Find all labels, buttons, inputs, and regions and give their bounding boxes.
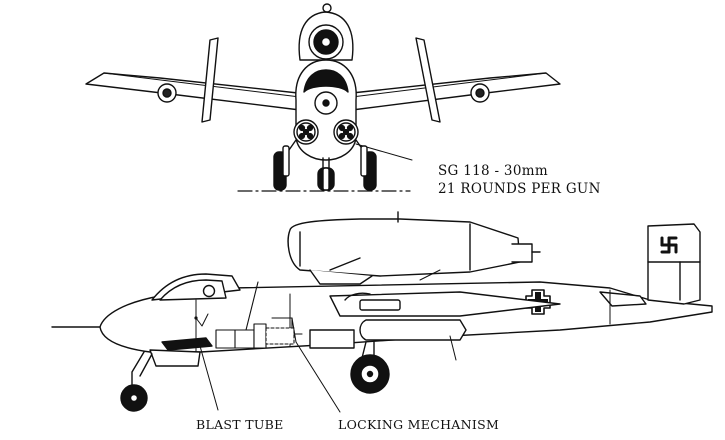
front-landing-gear [274,140,412,190]
gun-spec-caliber: SG 118 - 30mm [438,163,548,179]
front-canopy [304,70,348,92]
blast-tube-leader [200,346,218,410]
front-left-wing-pod [158,84,176,102]
side-view [52,212,712,412]
front-view [86,4,560,191]
side-main-gear [351,342,389,393]
side-horizontal-stabilizer [600,292,646,306]
front-left-fin [202,38,218,122]
tail-insignia-icon [662,238,676,252]
front-right-cannon-port [334,120,358,144]
side-dorsal-engine [288,212,540,284]
locking-mechanism-leader [296,342,340,412]
front-right-wing [352,73,560,110]
side-gun-installation [194,282,302,348]
side-tail-fin [648,224,700,304]
locking-mechanism-label: LOCKING MECHANISM [338,417,500,432]
front-left-cannon-port [294,120,318,144]
front-right-fin [416,38,440,122]
front-left-wing [86,73,300,110]
blast-tube-label: BLAST TUBE [196,417,284,432]
side-drop-tank [360,320,466,340]
front-right-wing-pod [471,84,489,102]
side-nose-gear [121,352,152,411]
front-dorsal-engine [299,4,353,60]
gun-spec-rounds: 21 ROUNDS PER GUN [438,181,601,197]
side-blast-tube [162,338,212,350]
